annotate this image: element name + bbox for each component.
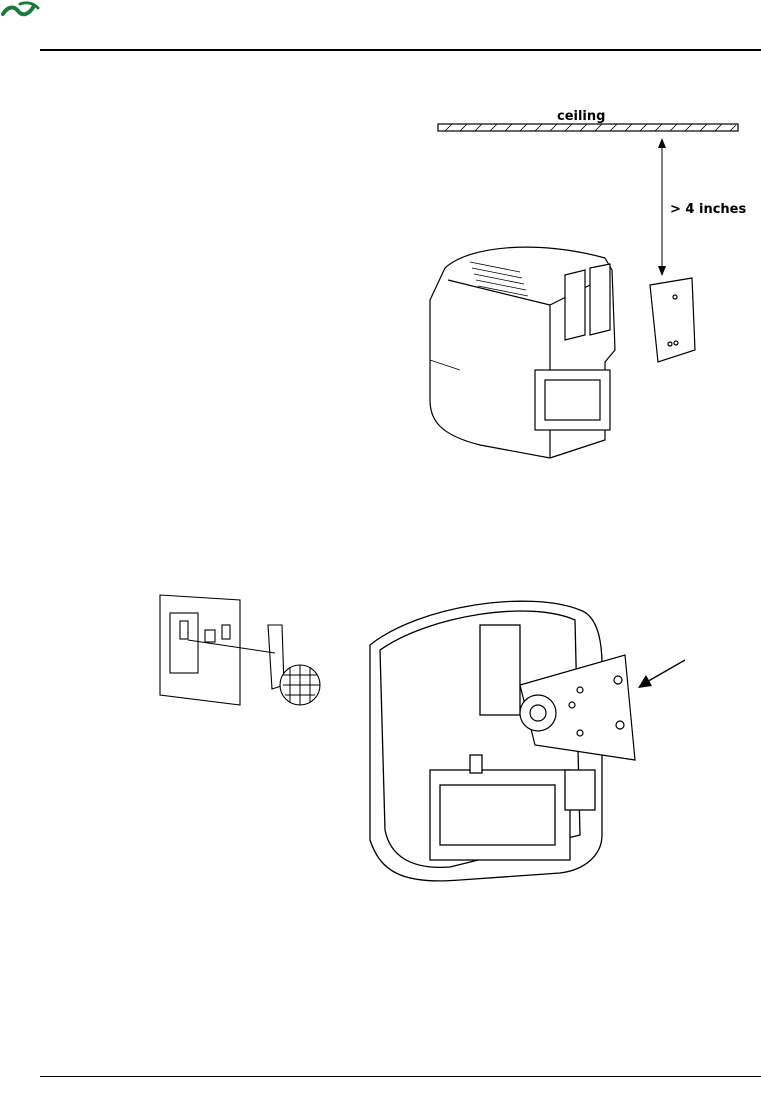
footer-rule bbox=[40, 1076, 761, 1077]
clearance-arrow bbox=[658, 138, 666, 276]
device-illustration bbox=[430, 247, 615, 458]
company-logo-icon bbox=[0, 0, 44, 20]
wall-bracket bbox=[650, 278, 695, 362]
ceiling-bar bbox=[438, 124, 738, 131]
ceiling-label: ceiling bbox=[557, 109, 605, 124]
header-rule bbox=[40, 49, 761, 51]
clearance-label: > 4 inches bbox=[670, 202, 746, 217]
ceiling-clearance-figure: ceiling > 4 inches bbox=[400, 100, 761, 470]
pointer-arrow bbox=[638, 660, 685, 688]
bracket-detail-figure bbox=[150, 585, 330, 715]
bracket-mounted-figure bbox=[340, 585, 761, 885]
